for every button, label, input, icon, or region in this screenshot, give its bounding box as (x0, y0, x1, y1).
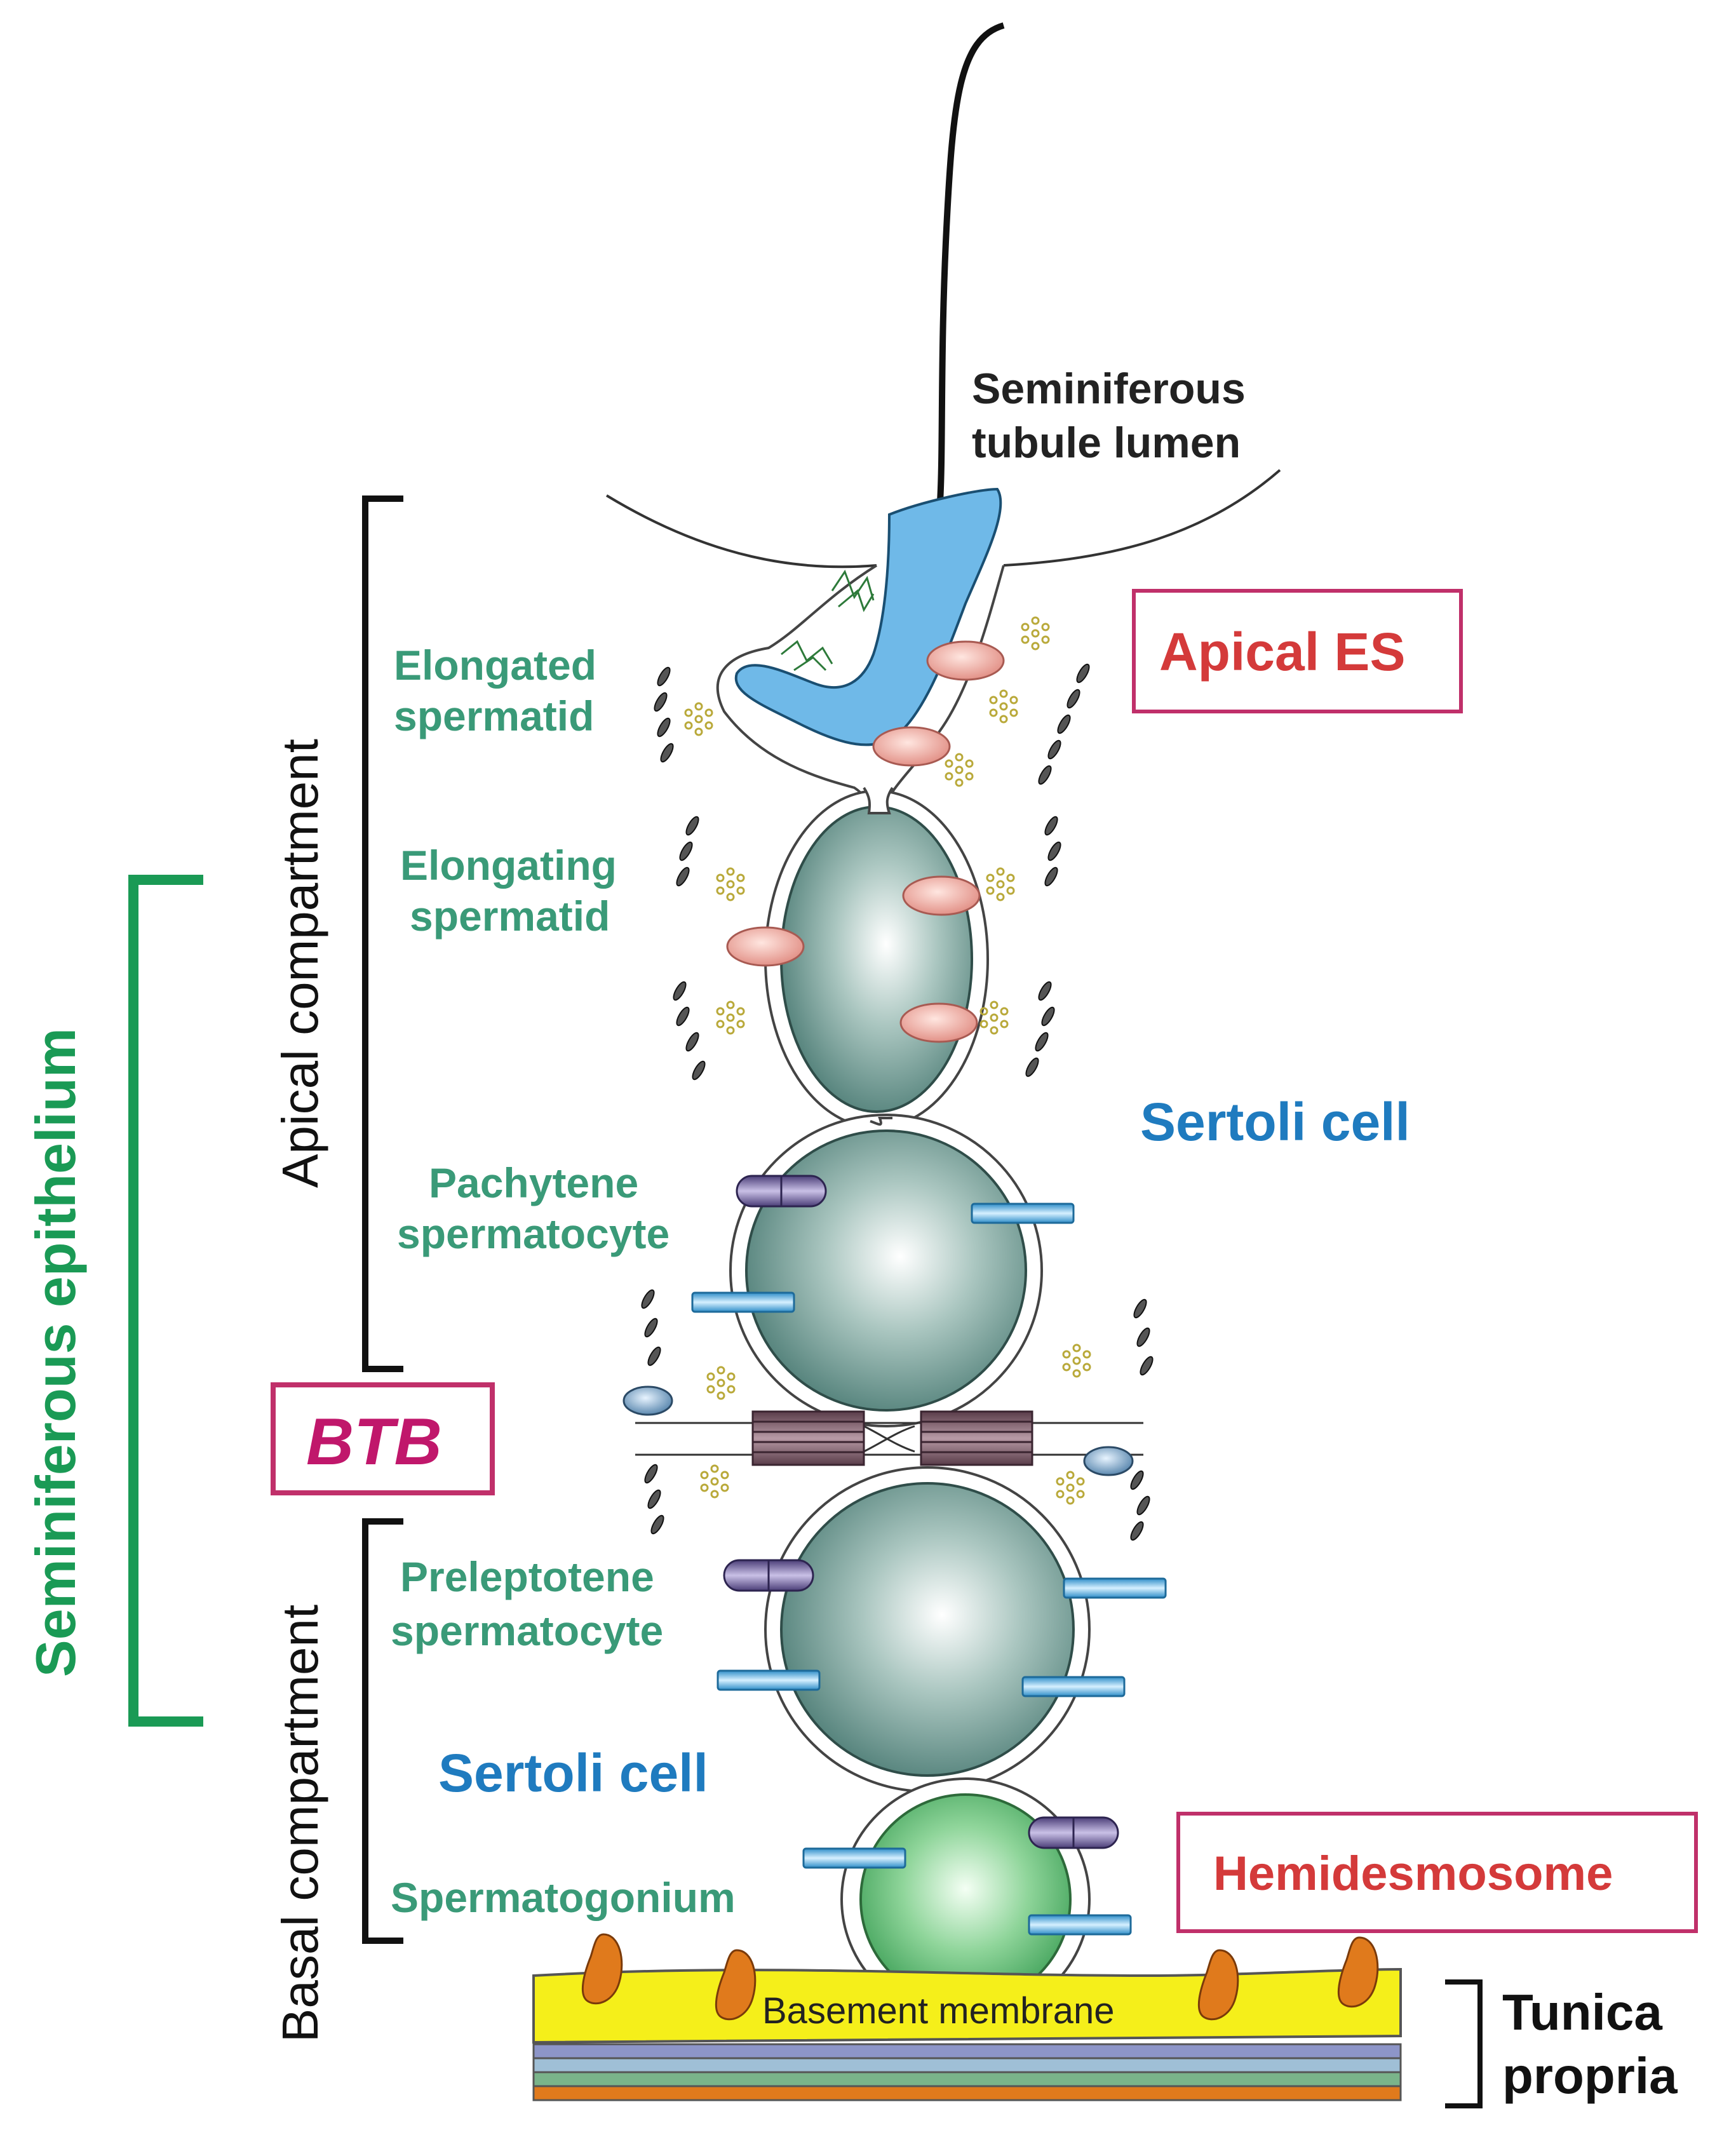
btb-box (271, 1382, 495, 1495)
btb-ovals (622, 1385, 1134, 1476)
preleptotene-label-2: spermatocyte (391, 1607, 663, 1654)
basement-membrane-label: Basement membrane (762, 1990, 1114, 2032)
epithelium-bracket (128, 875, 203, 1727)
tunica-layer-3 (532, 2071, 1402, 2087)
tunica-bracket (1445, 1979, 1483, 2108)
preleptotene-label-1: Preleptotene (400, 1553, 654, 1600)
lumen-boundary (605, 469, 1281, 569)
apical-es-box (1132, 589, 1463, 713)
lumen-label-line2: tubule lumen (972, 419, 1241, 467)
sertoli-outline (716, 564, 1005, 807)
mitochondria (781, 569, 875, 671)
tunica-layer-1 (532, 2043, 1402, 2059)
elongating-spermatid (780, 805, 973, 1113)
hemidesmosome-label: Hemidesmosome (1213, 1847, 1613, 1901)
elongated-spermatid-label-1: Elongated (394, 642, 596, 689)
elongating-spermatid-label-1: Elongating (400, 842, 617, 889)
preleptotene-spermatocyte (780, 1482, 1075, 1777)
tunica-propria-label-1: Tunica (1502, 1984, 1662, 2040)
sertoli-cell-label-upper: Sertoli cell (1140, 1092, 1410, 1152)
btb-label: BTB (306, 1405, 442, 1479)
seminiferous-epithelium-label: Seminiferous epithelium (24, 1028, 87, 1677)
basal-bracket (362, 1518, 403, 1944)
tunica-layer-2 (532, 2057, 1402, 2073)
elongated-spermatid-label-2: spermatid (394, 692, 594, 739)
apical-compartment-label: Apical compartment (272, 739, 328, 1188)
hemidesmosome-box (1176, 1812, 1698, 1933)
elongating-spermatid-label-2: spermatid (410, 893, 610, 940)
spermatogonium-label: Spermatogonium (391, 1874, 736, 1921)
tunica-propria-label-2: propria (1502, 2047, 1678, 2104)
lumen-label-line1: Seminiferous (972, 365, 1246, 413)
btb-tight-junction (635, 1410, 1143, 1466)
pachytene-spermatocyte (745, 1129, 1027, 1412)
pachytene-label-2: spermatocyte (397, 1210, 670, 1257)
sertoli-cell-label-lower: Sertoli cell (438, 1743, 708, 1803)
sperm-tail (937, 22, 1005, 502)
elongated-spermatid-head (734, 487, 1002, 746)
apical-es-label: Apical ES (1159, 622, 1405, 682)
pachytene-label-1: Pachytene (429, 1159, 638, 1206)
basal-compartment-label: Basal compartment (272, 1605, 328, 2042)
tunica-layer-4 (532, 2085, 1402, 2101)
apical-bracket (362, 495, 403, 1372)
hemidesmosome-anchors (581, 1933, 1379, 2021)
